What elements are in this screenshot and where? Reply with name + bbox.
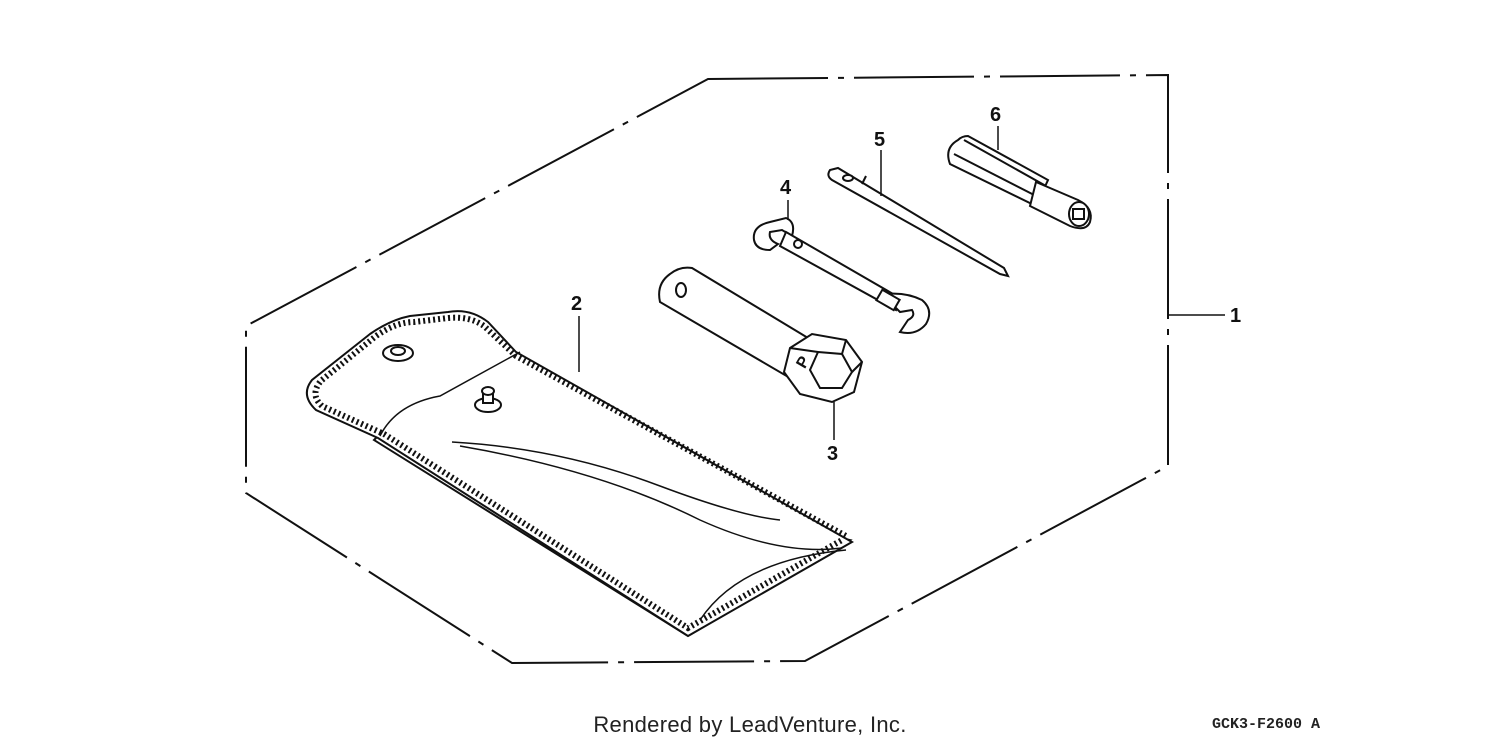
callout-3: 3 — [827, 443, 838, 465]
callout-4: 4 — [780, 177, 792, 199]
spark-plug-wrench — [658, 266, 864, 404]
credit-text: Rendered by LeadVenture, Inc. — [593, 712, 907, 737]
screwdriver-handle — [947, 134, 1092, 230]
box-wrench — [752, 216, 931, 334]
diagram-code: GCK3-F2600 A — [1212, 716, 1321, 733]
kit-boundary — [245, 73, 1169, 665]
callout-5: 5 — [874, 129, 885, 151]
callout-2: 2 — [571, 293, 582, 315]
screwdriver-shaft — [827, 166, 1010, 278]
tool-bag — [305, 310, 855, 638]
callout-6: 6 — [990, 104, 1001, 126]
callout-1: 1 — [1230, 305, 1241, 327]
